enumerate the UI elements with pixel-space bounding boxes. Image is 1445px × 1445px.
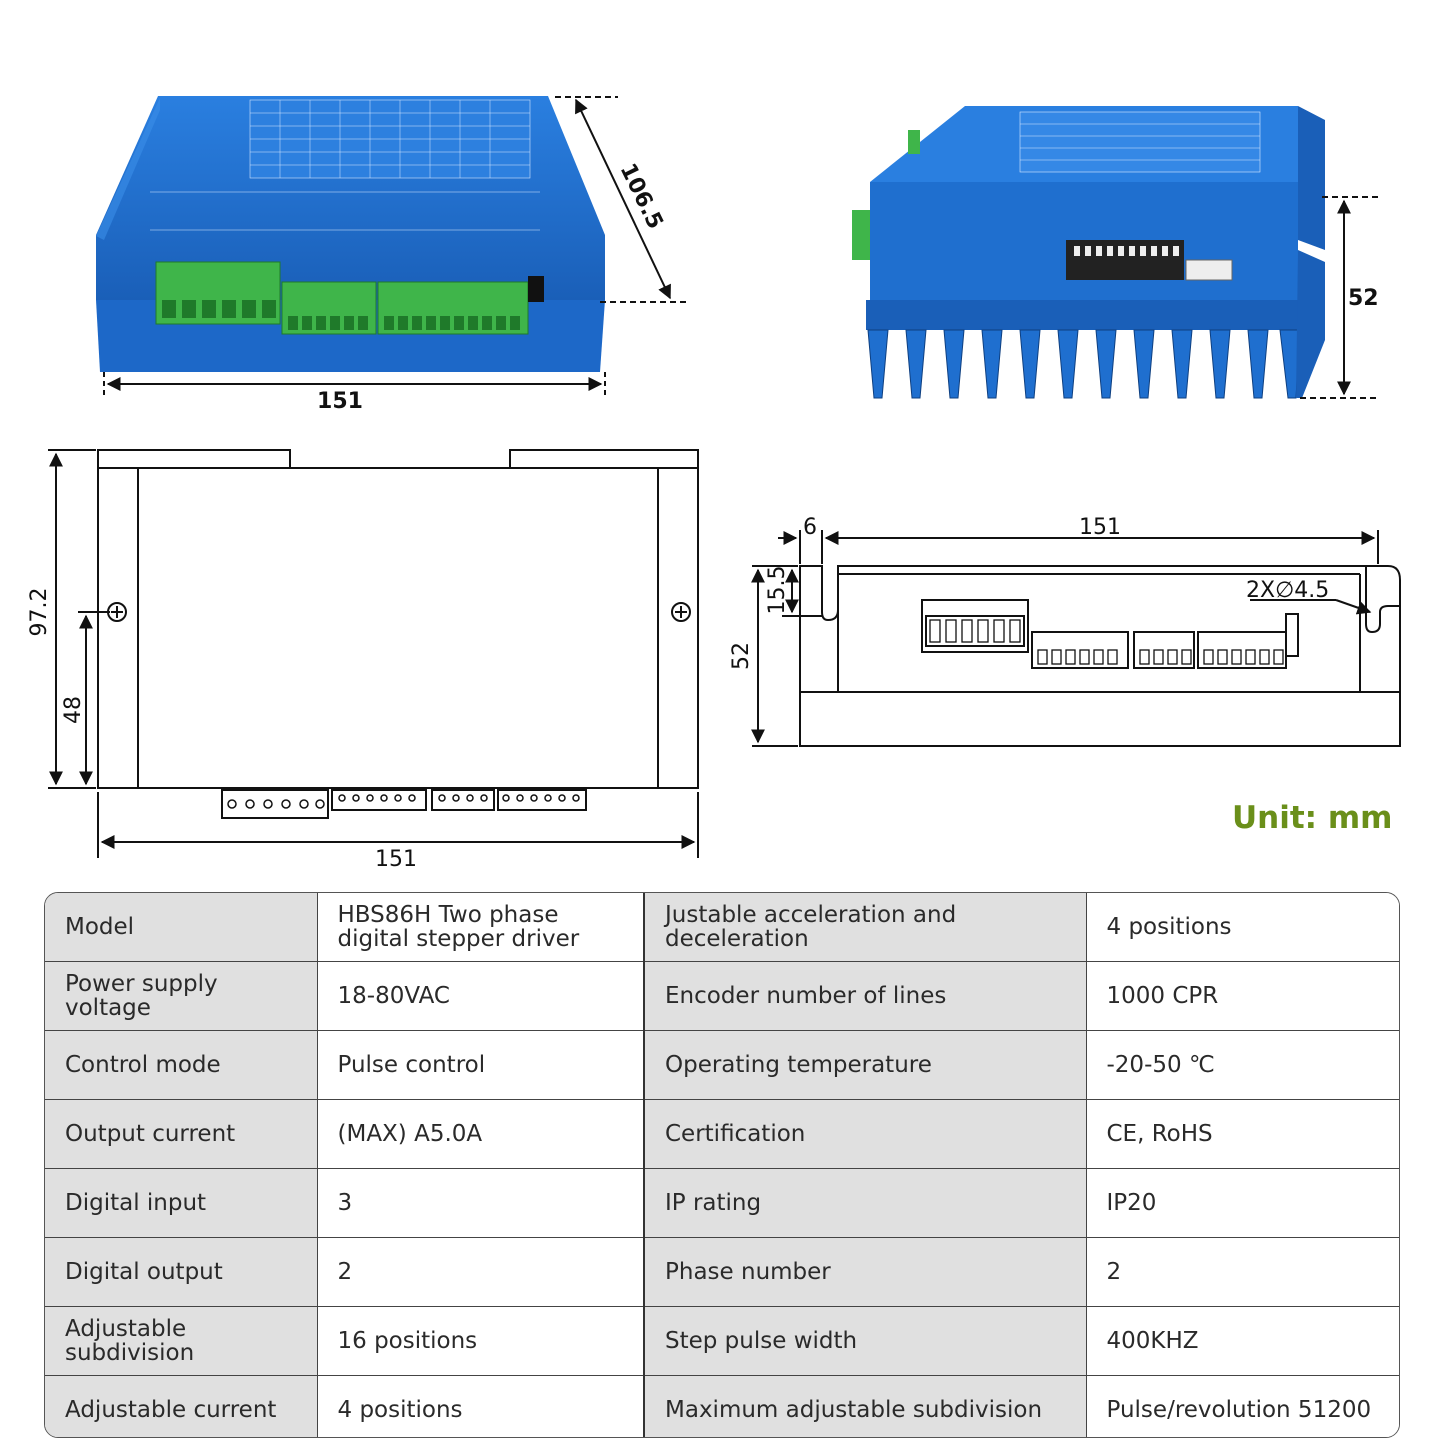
spec-label: Digital output	[45, 1237, 318, 1307]
top-view-width-label: 151	[317, 389, 363, 414]
top-view-width-dimension	[103, 372, 606, 398]
side-view-height-dimension	[1300, 196, 1378, 399]
table-row: Output current (MAX) A5.0A Certification…	[45, 1099, 1399, 1169]
spec-value: 2	[316, 1237, 645, 1307]
side-view-height-label: 52	[1348, 286, 1379, 311]
product-photo-top-view	[96, 96, 605, 372]
spec-label: Output current	[45, 1099, 318, 1169]
spec-value: -20-50 ℃	[1085, 1030, 1399, 1100]
unit-label: Unit: mm	[1232, 800, 1393, 836]
spec-label: Phase number	[643, 1237, 1087, 1307]
table-row: Control mode Pulse control Operating tem…	[45, 1030, 1399, 1100]
front-offset-label: 6	[803, 515, 817, 540]
spec-value: 2	[1085, 1237, 1399, 1307]
table-row: Adjustable current 4 positions Maximum a…	[45, 1375, 1399, 1437]
spec-value: 18-80VAC	[316, 961, 645, 1031]
spec-label: Certification	[643, 1099, 1087, 1169]
spec-value: Pulse control	[316, 1030, 645, 1100]
spec-label: Step pulse width	[643, 1306, 1087, 1376]
spec-label: Adjustable subdivision	[45, 1306, 318, 1376]
front-dimensions	[751, 530, 1379, 747]
spec-value: 4 positions	[316, 1375, 645, 1437]
spec-value: CE, RoHS	[1085, 1099, 1399, 1169]
dimension-drawing: 151 106.5	[27, 96, 1401, 872]
spec-table: Model HBS86H Two phase digital stepper d…	[44, 892, 1400, 1438]
spec-value: 3	[316, 1168, 645, 1238]
spec-label: Operating temperature	[643, 1030, 1087, 1100]
table-row: Power supply voltage 18-80VAC Encoder nu…	[45, 961, 1399, 1031]
plan-height-dimension	[48, 449, 699, 858]
top-view-depth-dimension	[555, 96, 688, 303]
front-height-label: 52	[729, 642, 754, 670]
spec-value: 400KHZ	[1085, 1306, 1399, 1376]
front-terminal-slots	[929, 619, 1284, 665]
spec-label: Justable acceleration and deceleration	[643, 893, 1087, 962]
plan-width-label: 151	[375, 847, 417, 872]
spec-value: IP20	[1085, 1168, 1399, 1238]
spec-label: Encoder number of lines	[643, 961, 1087, 1031]
spec-value: 16 positions	[316, 1306, 645, 1376]
table-row: Model HBS86H Two phase digital stepper d…	[45, 893, 1399, 962]
front-holes-label: 2X∅4.5	[1246, 578, 1329, 603]
spec-label: IP rating	[643, 1168, 1087, 1238]
front-slot-label: 15.5	[765, 566, 790, 615]
table-row: Digital output 2 Phase number 2	[45, 1237, 1399, 1307]
spec-label: Digital input	[45, 1168, 318, 1238]
product-photo-side-view	[852, 106, 1325, 399]
spec-value: (MAX) A5.0A	[316, 1099, 645, 1169]
plan-hole-label: 48	[61, 696, 86, 724]
spec-label: Power supply voltage	[45, 961, 318, 1031]
spec-value: HBS86H Two phase digital stepper driver	[316, 893, 645, 962]
plan-terminal-pins	[227, 794, 580, 809]
spec-table-grid: Model HBS86H Two phase digital stepper d…	[45, 893, 1399, 1437]
spec-value: Pulse/revolution 51200	[1085, 1375, 1399, 1437]
spec-label: Adjustable current	[45, 1375, 318, 1437]
spec-label: Maximum adjustable subdivision	[643, 1375, 1087, 1437]
spec-value: 1000 CPR	[1085, 961, 1399, 1031]
spec-label: Model	[45, 893, 318, 962]
front-width-label: 151	[1079, 515, 1121, 540]
plan-drawing	[97, 449, 699, 819]
table-row: Adjustable subdivision 16 positions Step…	[45, 1306, 1399, 1376]
plan-height-label: 97.2	[27, 588, 52, 637]
table-row: Digital input 3 IP rating IP20	[45, 1168, 1399, 1238]
spec-value: 4 positions	[1085, 893, 1399, 962]
front-drawing	[799, 565, 1401, 747]
spec-label: Control mode	[45, 1030, 318, 1100]
